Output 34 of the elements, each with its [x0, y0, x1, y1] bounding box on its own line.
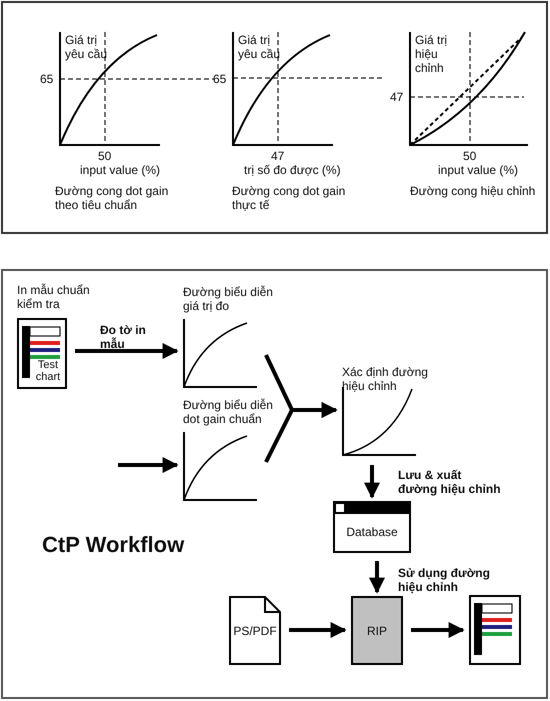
axis-label: Giá trị yêu cầu — [65, 33, 108, 61]
axis-label: trị số đo được (%) — [244, 163, 342, 177]
arrow — [369, 561, 385, 594]
edge-label: Lưu & xuất đường hiệu chỉnh — [398, 468, 502, 496]
chart-heading: Đường biểu diễn giá trị đo — [183, 285, 274, 313]
chart-heading: Xác định đường hiệu chỉnh — [342, 365, 429, 393]
edge-label: Sử dụng đường hiệu chỉnh — [398, 566, 491, 594]
chart-text: Test chart — [34, 359, 62, 383]
chart-caption: Đường cong dot gain theo tiêu chuẩn — [55, 184, 170, 212]
axis-label: input value (%) — [438, 163, 520, 177]
edge-label: Đo tờ in mẫu — [100, 323, 147, 351]
arrow — [364, 465, 380, 499]
box-label: RIP — [366, 624, 388, 638]
arrow — [75, 343, 179, 359]
tick-label: 47 — [271, 149, 286, 163]
box-label: Database — [345, 525, 399, 539]
arrow — [264, 402, 338, 463]
chart-caption: Đường cong hiệu chỉnh — [410, 184, 536, 198]
axis-label: Giá trị yêu cầu — [238, 33, 282, 61]
chart-heading: Đường biểu diễn dot gain chuẩn — [183, 398, 274, 426]
chart-caption: Đường cong dot gain thực tế — [232, 184, 346, 212]
axis-label: Giá trị hiệu chỉnh — [415, 33, 448, 75]
axis-label: input value (%) — [80, 163, 162, 177]
arrow — [118, 457, 179, 473]
tick-label: 50 — [98, 149, 112, 163]
tick-label: 65 — [213, 72, 228, 86]
tick-label: 50 — [463, 149, 478, 163]
tick-label: 47 — [390, 90, 404, 104]
arrow — [411, 622, 465, 638]
arrow — [289, 622, 347, 638]
tick-label: 65 — [40, 72, 54, 86]
chart-heading: In mẫu chuẩn kiểm tra — [17, 283, 91, 311]
box-label: PS/PDF — [232, 624, 278, 638]
diagram-title: CtP Workflow — [42, 532, 184, 558]
